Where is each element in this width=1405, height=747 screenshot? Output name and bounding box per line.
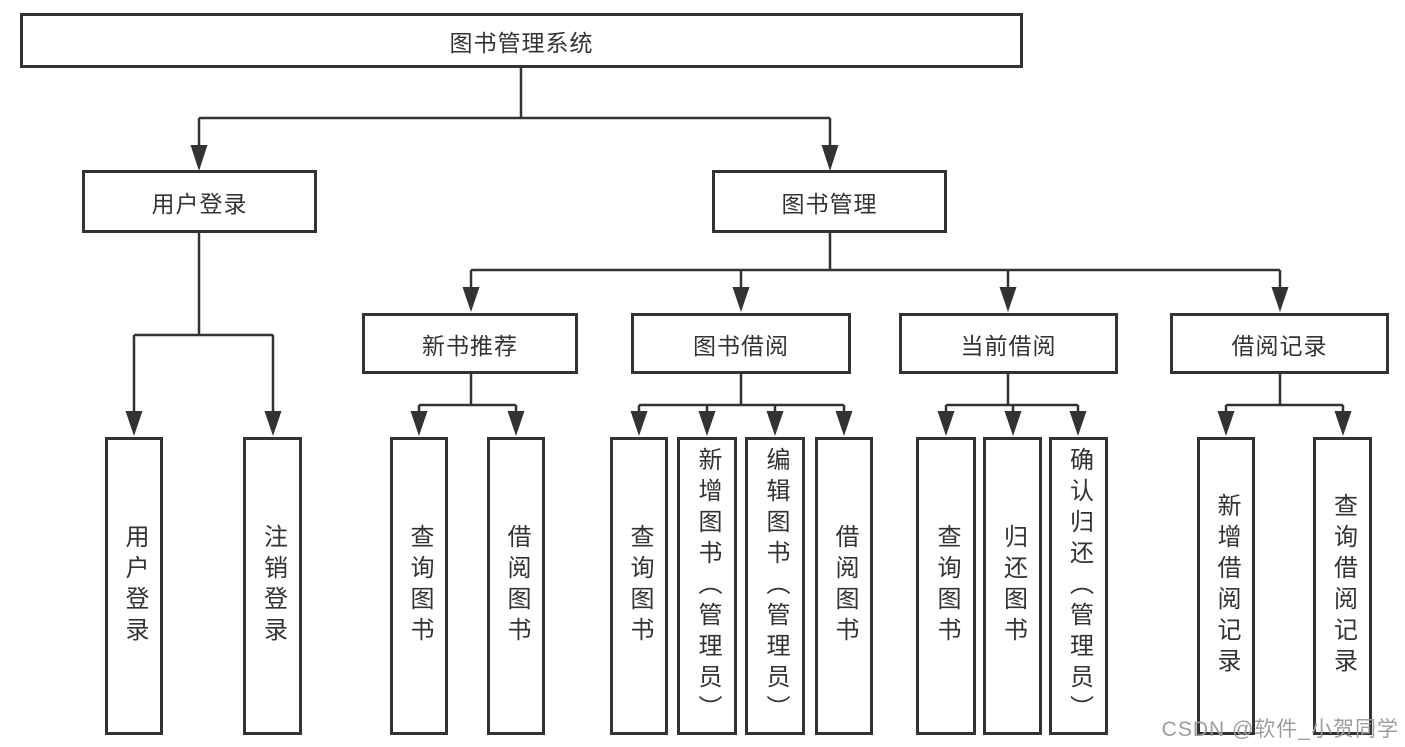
node-label: 图书借阅 <box>693 332 789 359</box>
leaf-label: 新增借阅记录 <box>1213 493 1240 679</box>
leaf-return-book: 归还图书 <box>983 437 1042 735</box>
leaf-label: 借阅图书 <box>831 524 858 648</box>
csdn-watermark: CSDN @软件_小贺同学 <box>1161 718 1399 741</box>
leaf-label: 编辑图书（管理员） <box>762 446 789 726</box>
leaf-query-book-newbook: 查询图书 <box>390 437 448 735</box>
leaf-query-book-current: 查询图书 <box>916 437 976 735</box>
leaf-confirm-return-admin: 确认归还（管理员） <box>1049 437 1108 735</box>
node-label: 当前借阅 <box>960 332 1057 359</box>
node-label: 用户登录 <box>151 190 248 217</box>
node-root-system: 图书管理系统 <box>20 13 1023 68</box>
node-label: 图书管理系统 <box>449 29 594 56</box>
leaf-label: 注销登录 <box>259 524 287 648</box>
leaf-label: 用户登录 <box>121 524 148 648</box>
node-book-management: 图书管理 <box>712 170 947 233</box>
leaf-label: 查询图书 <box>406 524 433 648</box>
node-label: 图书管理 <box>781 190 878 217</box>
leaf-label: 新增图书（管理员） <box>694 446 721 726</box>
leaf-add-book-admin: 新增图书（管理员） <box>677 437 737 735</box>
leaf-label: 查询借阅记录 <box>1329 493 1357 679</box>
node-label: 借阅记录 <box>1231 332 1328 359</box>
leaf-query-borrow-record: 查询借阅记录 <box>1313 437 1372 735</box>
leaf-query-book-borrowing: 查询图书 <box>610 437 668 735</box>
leaf-label: 查询图书 <box>626 524 653 648</box>
node-book-borrowing: 图书借阅 <box>631 313 851 374</box>
node-user-login: 用户登录 <box>82 170 317 233</box>
leaf-label: 借阅图书 <box>503 524 530 648</box>
leaf-user-login: 用户登录 <box>105 437 163 735</box>
node-new-book-recommend: 新书推荐 <box>362 313 578 374</box>
leaf-add-borrow-record: 新增借阅记录 <box>1197 437 1255 735</box>
node-label: 新书推荐 <box>422 332 518 359</box>
leaf-label: 查询图书 <box>933 524 960 648</box>
arrowheads <box>125 145 1352 436</box>
leaf-edit-book-admin: 编辑图书（管理员） <box>745 437 805 735</box>
node-borrowing-records: 借阅记录 <box>1170 313 1389 374</box>
leaf-borrow-book-borrowing: 借阅图书 <box>815 437 873 735</box>
leaf-logout: 注销登录 <box>243 437 302 735</box>
leaf-label: 归还图书 <box>999 524 1027 648</box>
leaf-borrow-book-newbook: 借阅图书 <box>487 437 545 735</box>
node-current-borrowing: 当前借阅 <box>899 313 1118 374</box>
leaf-label: 确认归还（管理员） <box>1065 446 1093 726</box>
